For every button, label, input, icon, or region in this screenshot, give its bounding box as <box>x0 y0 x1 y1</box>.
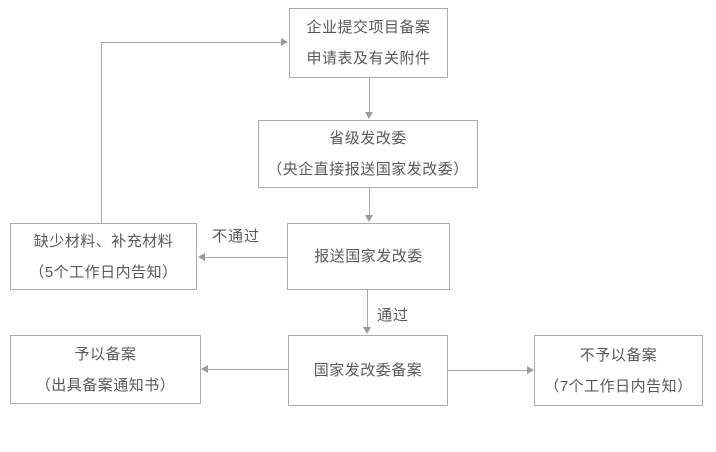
node-text: （出具备案通知书） <box>35 376 176 394</box>
edge-label-pass: 通过 <box>377 307 410 324</box>
edge-label-fail: 不通过 <box>212 228 261 245</box>
node-text: （5个工作日内告知） <box>29 263 178 281</box>
arrowhead-right-icon <box>527 366 534 374</box>
node-text: 予以备案 <box>74 345 137 363</box>
node-text: 省级发改委 <box>329 130 407 147</box>
node-provincial-drc: 省级发改委 （央企直接报送国家发改委） <box>258 120 478 188</box>
node-text: 国家发改委备案 <box>313 362 423 379</box>
node-text: 不予以备案 <box>579 346 658 364</box>
edge-loop-vertical <box>101 42 102 223</box>
arrowhead-down-icon <box>365 112 373 119</box>
node-filing-granted: 予以备案 （出具备案通知书） <box>10 335 201 404</box>
arrowhead-left-icon <box>201 365 208 373</box>
node-text: （央企直接报送国家发改委） <box>267 161 469 178</box>
arrowhead-left-icon <box>198 253 205 261</box>
arrowhead-down-icon <box>365 215 373 222</box>
arrowhead-down-icon <box>363 327 371 334</box>
edge-report-to-filing <box>367 290 368 327</box>
node-filing-denied: 不予以备案 （7个工作日内告知） <box>534 335 703 406</box>
node-text: 申请表及有关附件 <box>306 50 431 67</box>
edge-loop-horizontal <box>101 42 281 43</box>
arrowhead-right-icon <box>281 38 288 46</box>
node-text: 缺少材料、补充材料 <box>33 232 174 250</box>
edge-report-to-missing <box>205 257 287 258</box>
node-missing-materials: 缺少材料、补充材料 （5个工作日内告知） <box>10 223 197 290</box>
node-report-to-ndrc: 报送国家发改委 <box>287 223 450 290</box>
node-text: 企业提交项目备案 <box>306 19 431 36</box>
edge-filing-to-denied <box>448 370 527 371</box>
edge-provincial-to-report <box>369 188 370 215</box>
edge-filing-to-granted <box>208 369 288 370</box>
node-ndrc-filing: 国家发改委备案 <box>288 335 448 406</box>
node-text: （7个工作日内告知） <box>544 377 693 395</box>
edge-submit-to-provincial <box>369 78 370 113</box>
node-submit-application: 企业提交项目备案 申请表及有关附件 <box>289 8 448 78</box>
node-text: 报送国家发改委 <box>314 248 423 265</box>
